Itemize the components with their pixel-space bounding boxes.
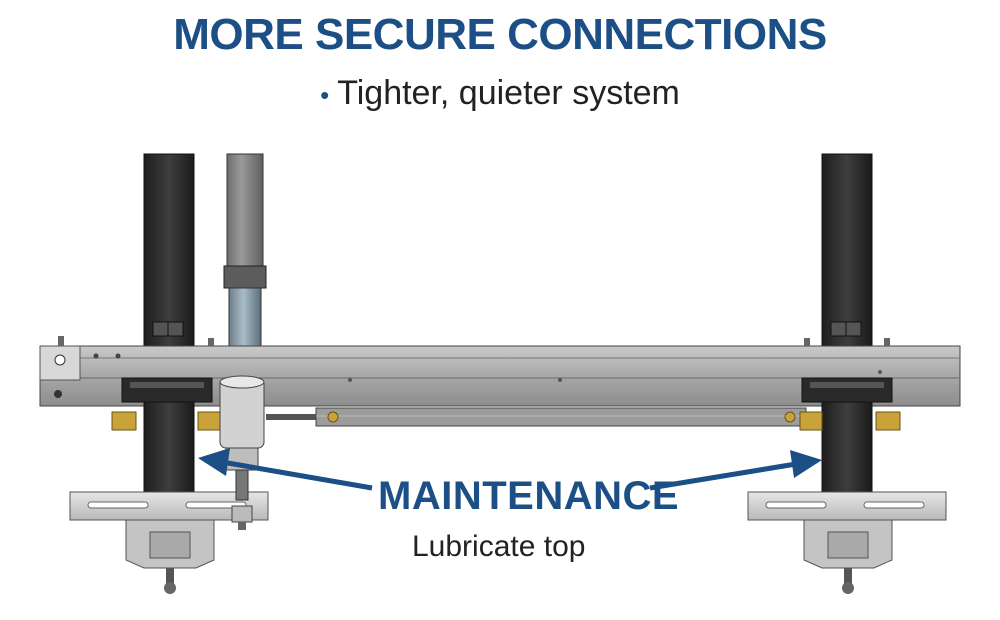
- right-callout-arrow: [649, 450, 822, 491]
- connecting-rod: [266, 407, 807, 427]
- left-callout-arrow: [198, 448, 373, 491]
- left-vertical-post: [143, 153, 195, 351]
- main-frame-rail: [39, 336, 961, 407]
- bullet-icon: •: [320, 79, 330, 110]
- left-clamp-assembly: [69, 377, 269, 594]
- maintenance-label: MAINTENANCE: [378, 474, 680, 518]
- right-vertical-post: [821, 153, 873, 351]
- page-title: MORE SECURE CONNECTIONS: [173, 10, 827, 59]
- subtitle-text: Tighter, quieter system: [337, 74, 680, 112]
- actuator-tube: [223, 153, 267, 351]
- right-clamp-assembly: [747, 377, 947, 594]
- maintenance-detail: Lubricate top: [412, 530, 586, 563]
- subtitle: •Tighter, quieter system: [0, 74, 1000, 113]
